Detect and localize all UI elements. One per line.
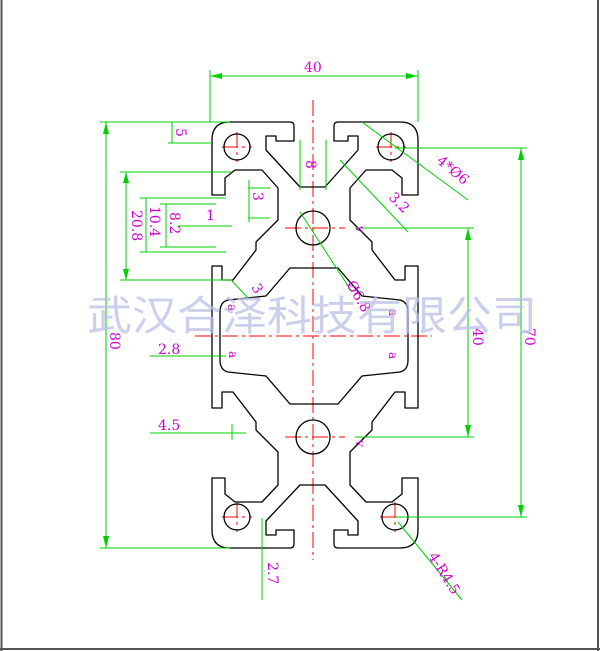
mark-v-2: v [353, 439, 367, 447]
mark-a-3: a [226, 351, 240, 358]
arrow-c40-bottom [465, 425, 471, 437]
label-20-8: 20.8 [128, 210, 144, 241]
inner-cavity [219, 267, 409, 405]
arrow-70-top [518, 148, 524, 160]
arrow-80-bottom [103, 536, 109, 548]
arrow-70-bottom [518, 505, 524, 517]
company-watermark: 武汉合泽科技有限公司 [87, 292, 537, 340]
leader-6-8 [299, 211, 353, 293]
mark-a-1: a [225, 304, 239, 311]
arrow-208-bottom [123, 269, 129, 280]
center-lines [195, 100, 432, 560]
corner-hole-bottom-left [223, 503, 251, 531]
label-2-7: 2.7 [264, 562, 280, 584]
label-3-upper: 3 [249, 192, 265, 201]
corner-hole-top-left [223, 133, 251, 161]
label-width-40: 40 [304, 60, 322, 76]
arrow-c40-top [465, 228, 471, 240]
corner-hole-top-right [377, 133, 405, 161]
label-4r45: 4-R4.5 [425, 550, 463, 598]
label-2-8: 2.8 [158, 342, 180, 358]
profile-outline [211, 121, 419, 549]
arrow-80-top [103, 122, 109, 134]
label-5: 5 [172, 128, 188, 137]
arrowheads [103, 73, 524, 548]
leader-3-2 [339, 159, 409, 233]
label-4x6: 4*Ø6 [433, 153, 471, 189]
arrow-40-left [210, 73, 222, 79]
arrow-208-top [123, 172, 129, 183]
label-4-5: 4.5 [158, 418, 180, 434]
center-bore-upper [295, 210, 331, 246]
arrow-40-right [406, 73, 418, 79]
mark-a-2: a [386, 309, 400, 316]
profile-marks: a a a a v v [225, 225, 400, 447]
label-height-80: 80 [106, 332, 122, 350]
dim-3l-line [231, 280, 249, 299]
mark-v-1: v [353, 225, 367, 233]
mark-a-4: a [386, 352, 400, 359]
leader-4r45 [397, 521, 463, 601]
label-8-top: 8 [302, 160, 318, 169]
label-8-2: 8.2 [166, 212, 182, 234]
outer-contour [211, 121, 419, 549]
label-10-4: 10.4 [146, 206, 162, 237]
dimension-lines [100, 70, 527, 601]
label-height-70: 70 [521, 328, 537, 346]
label-center-40: 40 [469, 328, 485, 346]
center-bore-lower [295, 419, 331, 455]
leader-4x6 [361, 121, 469, 201]
label-1: 1 [206, 208, 215, 224]
